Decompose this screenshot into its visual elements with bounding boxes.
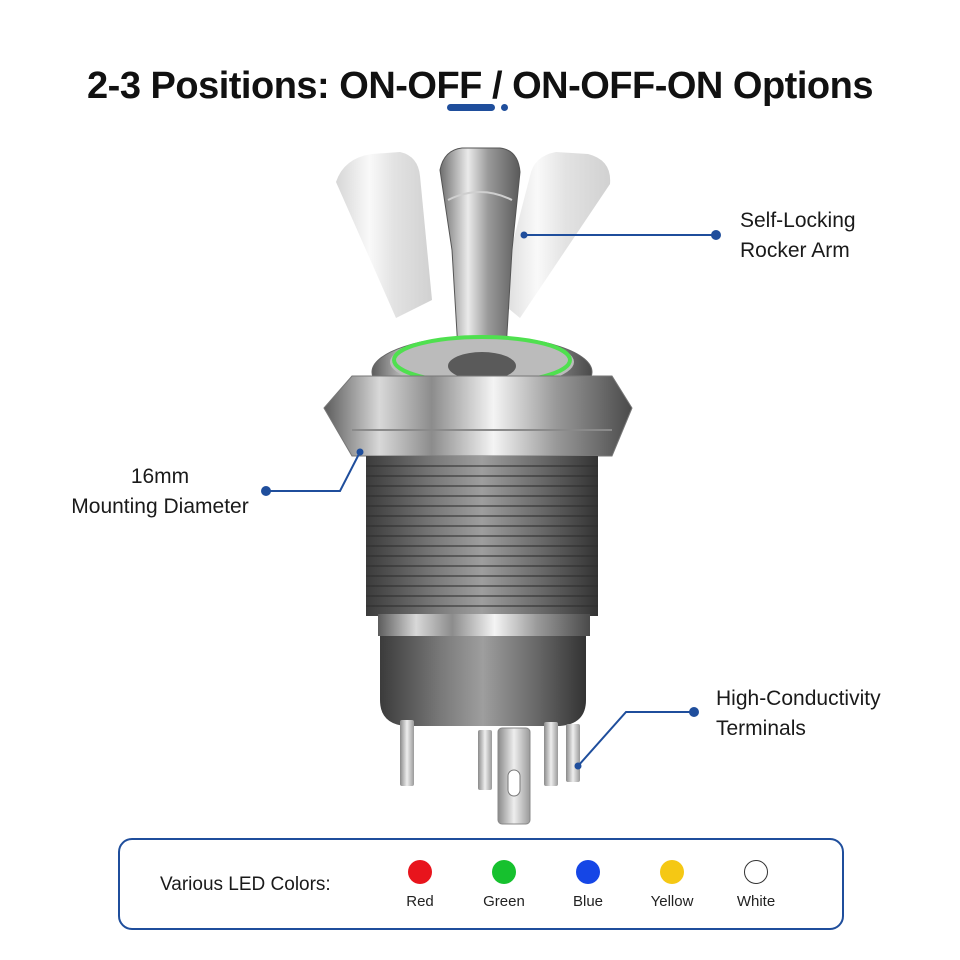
led-color-blue: Blue: [548, 860, 628, 910]
led-color-label: Blue: [572, 893, 604, 910]
led-color-label: Green: [483, 893, 525, 910]
led-color-swatch: [408, 860, 432, 884]
callout-mounting-line2: Mounting Diameter: [71, 495, 249, 518]
callout-terminals-line2: Terminals: [716, 717, 806, 740]
led-colors-legend: Various LED Colors: Red Green Blue Yellow Wh…: [118, 838, 844, 930]
led-color-label: White: [736, 893, 776, 910]
callout-rocker-arm: Self-Locking Rocker Arm: [740, 206, 856, 266]
led-color-yellow: Yellow: [632, 860, 712, 910]
callout-mounting-line1: 16mm: [130, 465, 190, 488]
led-color-swatch: [492, 860, 516, 884]
callout-mounting: 16mm Mounting Diameter: [40, 462, 280, 522]
legend-title: Various LED Colors:: [160, 874, 331, 895]
lever-main: [439, 147, 521, 351]
callout-terminals-line1: High-Conductivity: [716, 687, 881, 710]
callout-rocker-arm-line1: Self-Locking: [740, 209, 856, 232]
led-color-white: White: [716, 860, 796, 910]
callout-line-mounting: [266, 451, 361, 492]
callout-rocker-arm-line2: Rocker Arm: [740, 239, 850, 262]
led-color-label: Red: [406, 893, 434, 910]
led-color-swatch: [660, 860, 684, 884]
led-color-green: Green: [464, 860, 544, 910]
led-color-label: Yellow: [650, 893, 694, 910]
callout-line-terminals: [577, 711, 694, 767]
led-color-swatch: [576, 860, 600, 884]
lever-ghost-left: [336, 152, 432, 318]
page-title: 2-3 Positions: ON-OFF / ON-OFF-ON Option…: [87, 65, 873, 108]
led-color-swatch: [744, 860, 768, 884]
led-color-red: Red: [380, 860, 460, 910]
callout-terminals: High-Conductivity Terminals: [716, 684, 881, 744]
